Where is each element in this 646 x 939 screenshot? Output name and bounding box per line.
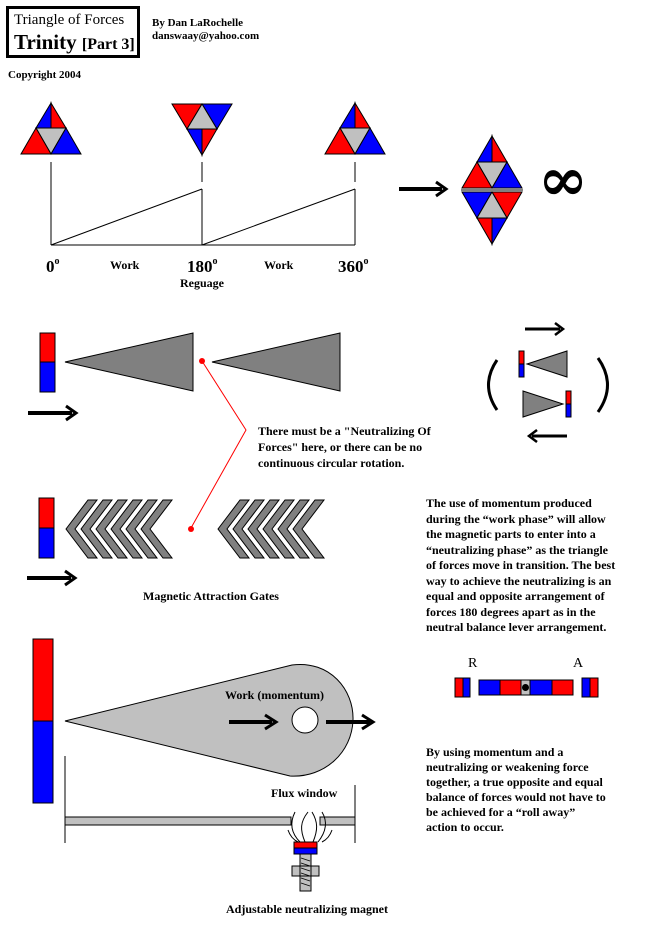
byline: By Dan LaRochelle danswaay@yahoo.com bbox=[152, 17, 259, 43]
copyright: Copyright 2004 bbox=[8, 69, 82, 81]
gate-chevron bbox=[95, 499, 129, 559]
tri-segment-blue bbox=[50, 126, 82, 155]
gate-chevron bbox=[277, 499, 311, 559]
email: danswaay@yahoo.com bbox=[152, 30, 260, 42]
arrow-right-icon bbox=[399, 180, 449, 198]
tri-segment-blue bbox=[339, 101, 356, 129]
gate-triangle-1 bbox=[64, 332, 194, 392]
neutral-point-dot-2 bbox=[188, 526, 194, 532]
large-bar-magnet bbox=[32, 638, 54, 804]
shield-plate-right bbox=[319, 816, 356, 826]
tri-segment-red bbox=[20, 126, 52, 155]
tri-segment-blue bbox=[35, 101, 52, 129]
gate-chevron bbox=[292, 499, 326, 559]
title-part: [Part 3] bbox=[81, 36, 135, 53]
tri-segment-red bbox=[201, 128, 218, 157]
direction-arrow-1 bbox=[28, 404, 79, 422]
bar-magnet-2 bbox=[38, 497, 55, 559]
neutral-pointer-line bbox=[190, 360, 247, 529]
arrow-left-icon bbox=[526, 429, 567, 443]
right-paren bbox=[596, 357, 609, 413]
momentum-arrow-2 bbox=[326, 713, 376, 731]
gate-triangle-2 bbox=[211, 332, 341, 392]
tri-segment-red bbox=[354, 101, 371, 129]
title-line-1: Triangle of Forces bbox=[14, 12, 125, 28]
triangle-of-forces-360deg bbox=[324, 101, 386, 156]
momentum-arrow-1 bbox=[229, 713, 279, 731]
triangle-of-forces-180deg bbox=[171, 103, 233, 157]
lever-label-r: R bbox=[468, 656, 478, 671]
flux-lines bbox=[287, 811, 333, 843]
combined-triangles-diamond bbox=[461, 134, 523, 246]
neutralizing-note: There must be a "Neutralizing Of Forces"… bbox=[258, 424, 431, 470]
degree-label-0: 0o bbox=[46, 256, 60, 276]
reguage-label: Reguage bbox=[180, 276, 224, 290]
tri-segment-red bbox=[324, 126, 356, 155]
degree-label-180: 180o bbox=[187, 256, 218, 276]
neutralizing-magnet bbox=[291, 841, 320, 892]
rollaway-paragraph: By using momentum and a neutralizing or … bbox=[426, 745, 606, 834]
arrow-right-icon bbox=[525, 322, 566, 336]
tri-segment-blue bbox=[186, 128, 203, 157]
direction-arrow-2 bbox=[27, 569, 78, 587]
shield-plate-left bbox=[64, 816, 292, 826]
phase-label-work-2: Work bbox=[264, 258, 294, 272]
title-box bbox=[6, 6, 140, 58]
attraction-gate-chevrons-1 bbox=[65, 499, 174, 559]
gates-caption: Magnetic Attraction Gates bbox=[143, 589, 279, 603]
work-ramp-1 bbox=[50, 188, 203, 246]
gate-chevron bbox=[140, 499, 174, 559]
work-momentum-label: Work (momentum) bbox=[225, 688, 324, 702]
left-paren bbox=[487, 359, 499, 411]
pivot-icon bbox=[522, 684, 529, 691]
gate-chevron bbox=[232, 499, 266, 559]
title-line-2: Trinity [Part 3] bbox=[14, 30, 135, 55]
tri-segment-red bbox=[50, 101, 67, 129]
gate-chevron bbox=[125, 499, 159, 559]
flux-window-label: Flux window bbox=[271, 786, 338, 800]
balance-lever bbox=[454, 677, 599, 698]
degree-label-360: 360o bbox=[338, 256, 369, 276]
gate-chevron bbox=[80, 499, 114, 559]
work-ramp-2 bbox=[201, 188, 356, 246]
bar-magnet-1 bbox=[39, 332, 56, 393]
rotation-diagram bbox=[487, 322, 609, 443]
attraction-gate-chevrons-2 bbox=[217, 499, 326, 559]
lever-label-a: A bbox=[573, 656, 584, 671]
gate-chevron bbox=[65, 499, 99, 559]
gate-chevron bbox=[110, 499, 144, 559]
title-trinity: Trinity bbox=[14, 30, 77, 54]
infinity-icon: ∞ bbox=[538, 145, 588, 215]
magnet-caption: Adjustable neutralizing magnet bbox=[226, 902, 388, 916]
gate-chevron bbox=[247, 499, 281, 559]
tri-segment-blue bbox=[354, 126, 386, 155]
author: By Dan LaRochelle bbox=[152, 17, 244, 29]
gate-chevron bbox=[262, 499, 296, 559]
gate-chevron bbox=[217, 499, 251, 559]
momentum-paragraph: The use of momentum produced during the … bbox=[426, 496, 616, 634]
phase-label-work-1: Work bbox=[110, 258, 140, 272]
triangle-of-forces-0deg bbox=[20, 101, 82, 156]
rotor-axle-hole bbox=[291, 706, 319, 734]
